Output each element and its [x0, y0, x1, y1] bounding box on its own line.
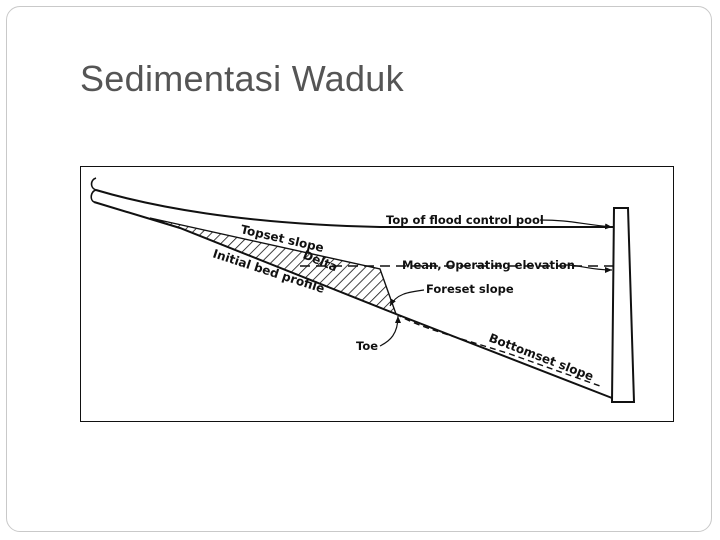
label-top-of-flood-control-pool: Top of flood control pool: [386, 213, 544, 227]
flood-pool-surface-line: [95, 189, 616, 228]
bottomset-deposit-line: [395, 313, 601, 387]
dam: [610, 207, 636, 403]
toe-leader-arrow: [379, 315, 401, 347]
label-foreset-slope: Foreset slope: [426, 282, 514, 296]
label-mean-operating-elevation: Mean, Operating elevation: [402, 258, 575, 272]
operating-elevation-leader-arrow: [565, 264, 613, 273]
foreset-slope-leader-arrow: [389, 289, 425, 307]
flood-pool-leader-arrow: [539, 219, 613, 230]
reservoir-sedimentation-diagram: Top of flood control pool Mean, Operatin…: [80, 166, 674, 422]
label-toe: Toe: [356, 339, 378, 353]
initial-bed-profile-line: [93, 201, 613, 399]
slide-title: Sedimentasi Waduk: [80, 58, 404, 99]
